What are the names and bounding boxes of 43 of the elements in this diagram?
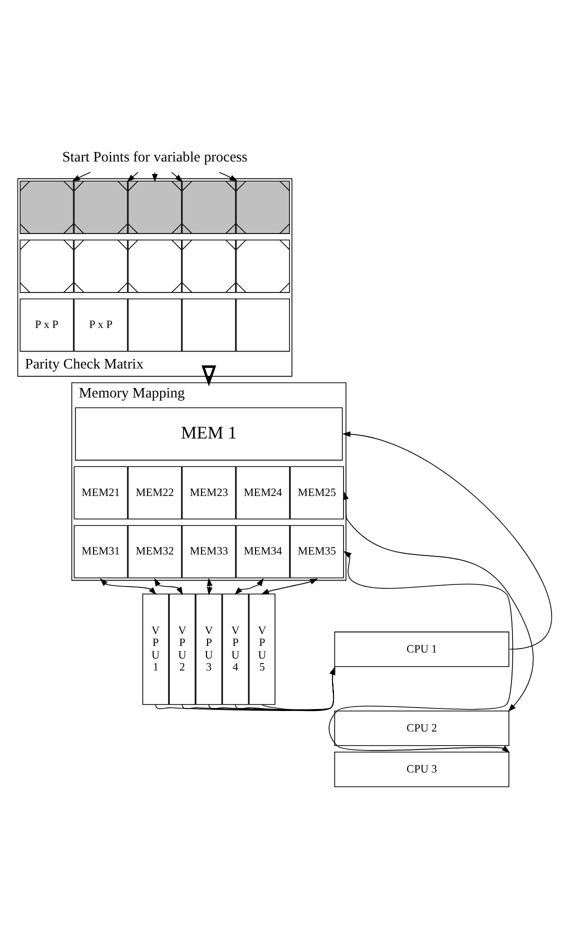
arrow (155, 666, 336, 710)
node-box: V P U 4 (222, 593, 249, 704)
arrow (171, 171, 183, 182)
node-box (128, 298, 182, 352)
node-box: MEM33 (182, 524, 236, 578)
node-box (236, 298, 290, 352)
node-box: CPU 1 (334, 631, 510, 667)
node-box: MEM31 (74, 524, 128, 578)
node-box: MEM32 (128, 524, 182, 578)
arrow (343, 491, 534, 712)
arrow (342, 430, 552, 650)
node-box: MEM22 (128, 466, 182, 519)
node-box: MEM21 (74, 466, 128, 519)
node-box: V P U 2 (168, 593, 196, 704)
node-box: MEM 1 (75, 406, 343, 460)
node-box: MEM34 (236, 524, 290, 578)
node-box: V P U 5 (248, 593, 276, 704)
node-box: MEM24 (236, 466, 290, 519)
node-box: P x P (20, 298, 74, 352)
arrow (260, 578, 318, 594)
node-box (182, 298, 236, 352)
arrow (262, 666, 336, 711)
arrow (206, 577, 213, 595)
node-box: V P U 3 (196, 593, 222, 704)
arrow (234, 578, 264, 594)
arrow (182, 666, 336, 710)
arrow (126, 171, 138, 182)
arrow (154, 578, 183, 595)
node-box: MEM23 (182, 466, 236, 519)
arrow (100, 578, 156, 594)
arrow (328, 550, 514, 752)
node-box: MEM35 (290, 524, 344, 578)
arrow (218, 171, 238, 182)
arrow (72, 171, 91, 182)
node-box: CPU 2 (334, 710, 510, 746)
node-text: Start Points for variable process (62, 148, 248, 165)
node-box: CPU 3 (334, 751, 510, 787)
arrow (208, 666, 336, 710)
arrow (202, 364, 216, 386)
node-box: MEM25 (290, 466, 344, 519)
node-box: V P U 1 (142, 593, 169, 704)
arrow (235, 666, 336, 710)
node-box: P x P (74, 298, 128, 352)
